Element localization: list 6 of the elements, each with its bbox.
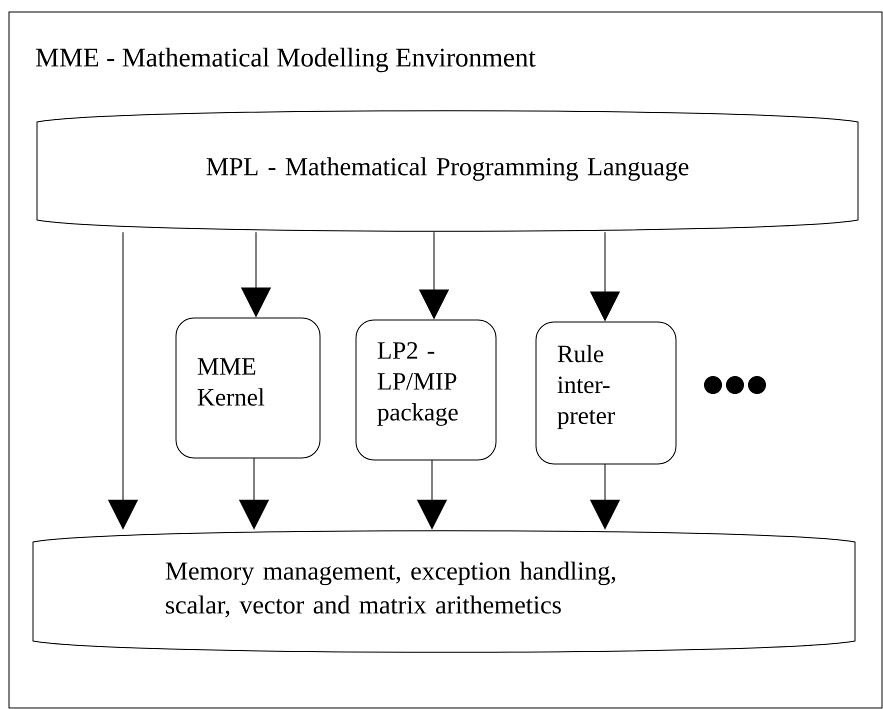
process-box: LP2 - LP/MIP package (356, 320, 496, 460)
heading: MME - Mathematical Modelling Environment (36, 48, 536, 72)
process-box: Rule inter- preter (536, 322, 676, 464)
process-band: MPL - Mathematical Programming Language (36, 110, 858, 232)
process-band: Memory management, exception handling, scalar, vector and matrix arithemetics (32, 530, 856, 653)
process-box: MME Kernel (176, 318, 320, 458)
